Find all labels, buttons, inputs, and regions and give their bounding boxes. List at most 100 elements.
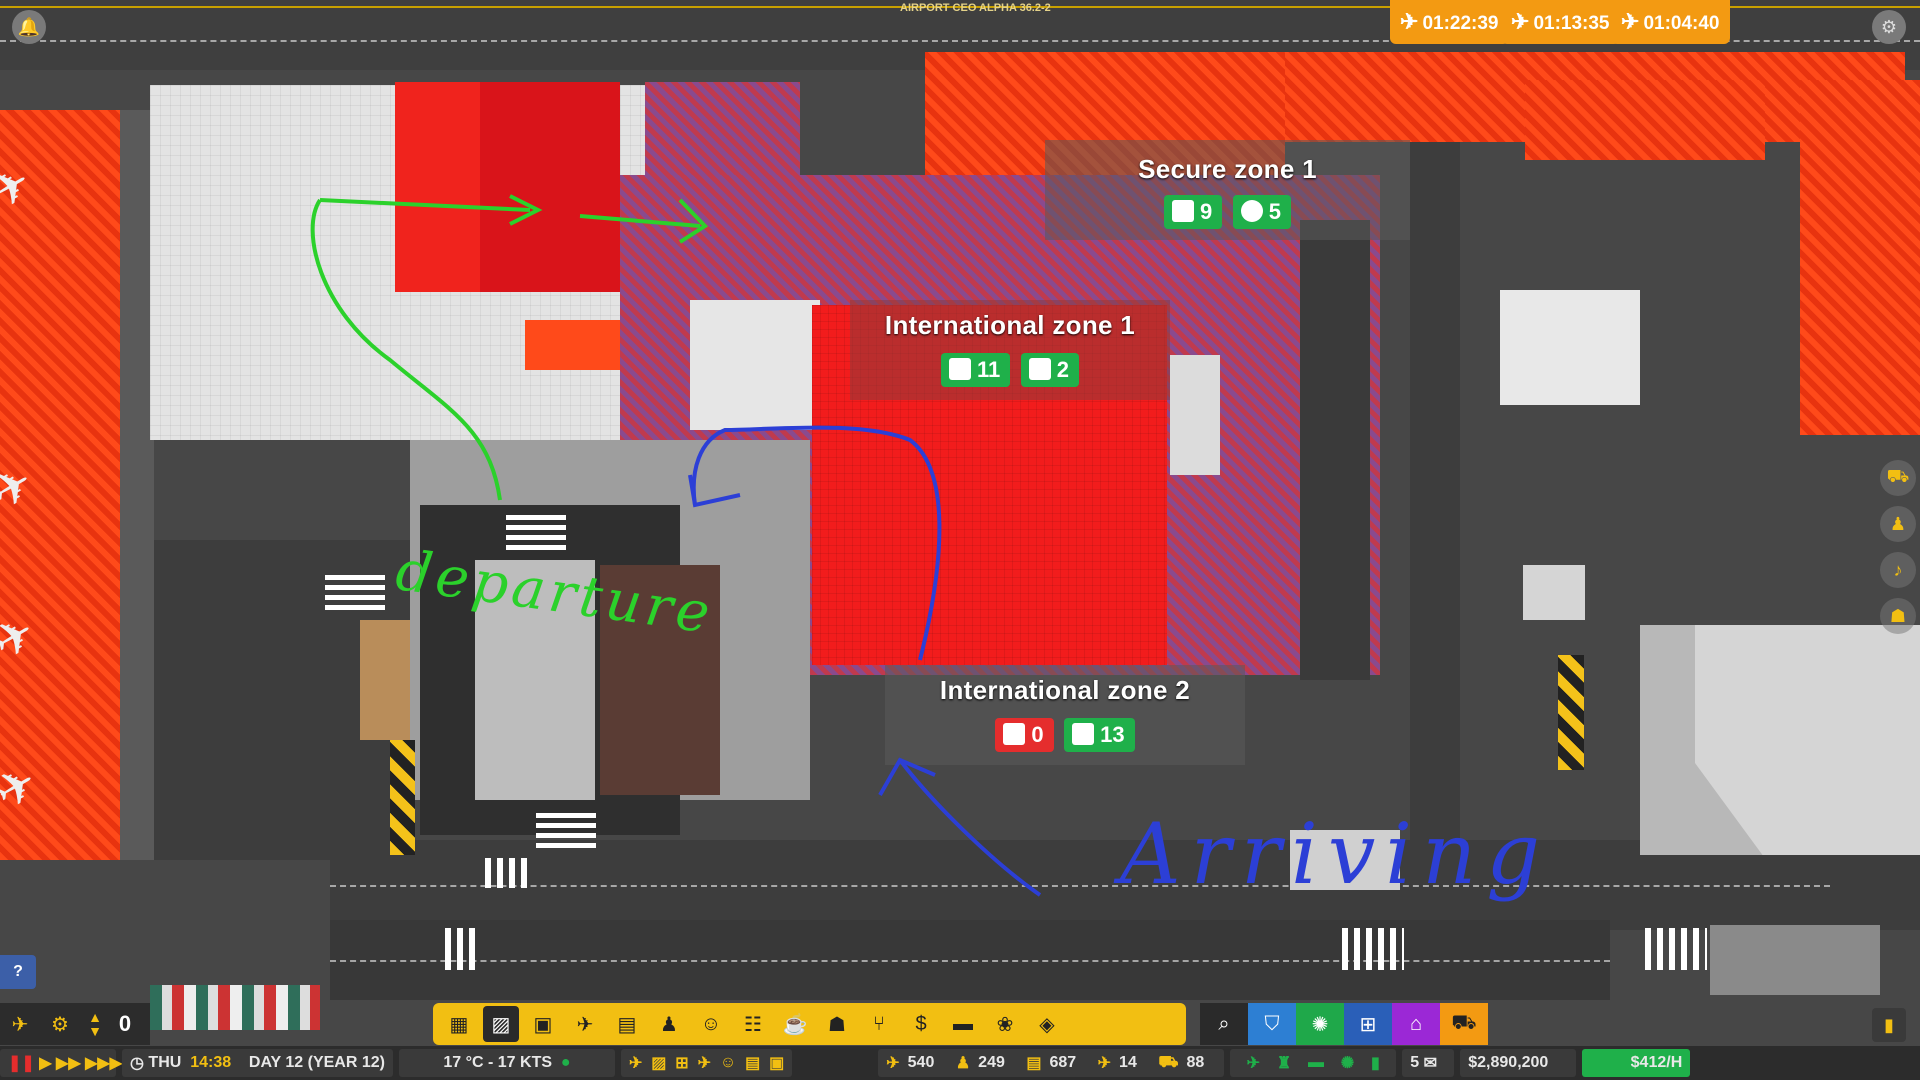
international-zone-2-panel[interactable]: International zone 2 0 13 xyxy=(885,665,1245,765)
weather-icon: ✺ xyxy=(1311,1013,1329,1036)
staff-icon: ☗ xyxy=(1889,605,1907,626)
operations-button[interactable]: ⚙ xyxy=(40,1012,80,1037)
finance-chart-button[interactable]: ▮ xyxy=(1872,1008,1906,1042)
badge-value: 9 xyxy=(1200,199,1213,224)
outbuilding xyxy=(1500,290,1640,405)
runway-green-icon: ▬ xyxy=(1307,1054,1324,1071)
airplane-icon: ✈ xyxy=(576,1013,594,1036)
baggage-icon: ▤ xyxy=(617,1013,637,1036)
flight-timer-3[interactable]: ✈01:04:40 xyxy=(1611,0,1730,44)
day-label: THU xyxy=(148,1054,182,1071)
food-button[interactable]: ☕ xyxy=(777,1006,813,1042)
weather-button[interactable]: ✺ xyxy=(1296,1003,1344,1045)
flight-timer-2[interactable]: ✈01:13:35 xyxy=(1501,0,1620,44)
green-arrowhead xyxy=(678,198,709,244)
money-icon: $ xyxy=(915,1012,927,1035)
search-icon: ⌕ xyxy=(1218,1012,1230,1035)
top-road-lane xyxy=(0,40,1920,42)
taxi-stand xyxy=(600,565,720,795)
crosswalk xyxy=(1342,928,1404,970)
plane-green-icon: ✈ xyxy=(1246,1055,1261,1072)
passport-badge[interactable]: 13 xyxy=(1064,718,1135,752)
zone-icon: ▨ xyxy=(651,1055,667,1072)
stats: ✈540 ♟249 ▤687 ✈14 ⛟88 xyxy=(878,1049,1225,1077)
alert-tool-button[interactable]: ♪ xyxy=(1880,552,1916,588)
roof-east-a xyxy=(1525,80,1765,160)
parked-cars xyxy=(150,985,320,1030)
person-tool-button[interactable]: ♟ xyxy=(1880,506,1916,542)
passport-control-icon: ☷ xyxy=(744,1013,762,1036)
flight-planner-button[interactable]: ✈ xyxy=(0,1012,40,1037)
seating-button[interactable]: ▬ xyxy=(945,1006,981,1042)
passport-badge[interactable]: 2 xyxy=(1020,353,1079,387)
chevron-up-icon: ▲ xyxy=(88,1009,102,1025)
speed-controls[interactable]: ❚❚ ▶ ▶▶ ▶▶▶ xyxy=(0,1049,122,1077)
bus-button[interactable]: ▣ xyxy=(525,1006,561,1042)
passport-badge[interactable]: 0 xyxy=(995,718,1054,752)
passport-badge[interactable]: 11 xyxy=(941,353,1011,387)
status-bar: ❚❚ ▶ ▶▶ ▶▶▶ ◷ THU 14:38 DAY 12 (YEAR 12)… xyxy=(0,1046,1920,1080)
service-block xyxy=(1170,355,1220,475)
people-icon: ☺ xyxy=(700,1012,722,1035)
badge-value: 13 xyxy=(1100,722,1125,747)
overlay-toolbar: ⌕ ⛉ ✺ ⊞ ⌂ ⛟ xyxy=(1200,1003,1488,1045)
flight-status-indicators[interactable]: ✈♜▬✺▮ xyxy=(1230,1049,1397,1077)
airplane-button[interactable]: ✈ xyxy=(567,1006,603,1042)
overlay-quick-tools[interactable]: ✈ ▨ ⊞ ✈ ☺ ▤ ▣ xyxy=(620,1049,793,1077)
runway-tool-button[interactable]: ⛟ xyxy=(1880,460,1916,496)
structure-button[interactable]: ⌂ xyxy=(1392,1003,1440,1045)
flight-timer-1[interactable]: ✈01:22:39 xyxy=(1390,0,1509,44)
badge-value: 5 xyxy=(1268,199,1281,224)
messages[interactable]: 5 ✉ xyxy=(1402,1049,1455,1077)
green-arrow xyxy=(319,198,531,212)
counter: 0 xyxy=(118,1011,132,1036)
people-button[interactable]: ☺ xyxy=(693,1006,729,1042)
seating-icon: ▬ xyxy=(953,1012,973,1035)
shop-icon: ☗ xyxy=(828,1013,846,1036)
left-apron xyxy=(0,110,120,860)
notifications-button[interactable]: 🔔 xyxy=(12,10,46,44)
baggage-button[interactable]: ▤ xyxy=(609,1006,645,1042)
speed-stepper[interactable]: ▲▼ xyxy=(80,1010,110,1038)
restaurant-icon: ⑂ xyxy=(873,1012,885,1035)
person-icon: ♟ xyxy=(955,1055,971,1072)
check-in-desk-icon: ▦ xyxy=(449,1013,469,1036)
stat-cars: ⛟88 xyxy=(1158,1053,1204,1073)
no-entry-badge[interactable]: 5 xyxy=(1232,195,1291,229)
hazard-stripes xyxy=(1558,655,1584,770)
help-button[interactable]: ? xyxy=(0,955,36,989)
staff-room xyxy=(690,300,820,430)
blue-flow-line xyxy=(898,758,1042,897)
international-zone-1-panel[interactable]: International zone 1 11 2 xyxy=(850,300,1170,400)
passport-control-icon xyxy=(1072,723,1095,745)
money-button[interactable]: $ xyxy=(903,1006,939,1042)
shield-badge[interactable]: 9 xyxy=(1164,195,1223,229)
flight-time: 01:22:39 xyxy=(1422,13,1499,34)
secure-zone-1-panel[interactable]: Secure zone 1 9 5 xyxy=(1045,140,1410,240)
search-button[interactable]: ⌕ xyxy=(1200,1003,1248,1045)
date-label: DAY 12 (YEAR 12) xyxy=(248,1054,385,1071)
restaurant-button[interactable]: ⑂ xyxy=(861,1006,897,1042)
plant-button[interactable]: ❀ xyxy=(987,1006,1023,1042)
mail-icon: ✉ xyxy=(1423,1055,1438,1072)
staff-tool-button[interactable]: ☗ xyxy=(1880,598,1916,634)
layers-button[interactable]: ◈ xyxy=(1029,1006,1065,1042)
passport-button[interactable]: ☷ xyxy=(735,1006,771,1042)
check-in-desk-button[interactable]: ▦ xyxy=(441,1006,477,1042)
security-button[interactable]: ⛉ xyxy=(1248,1003,1296,1045)
zone-button[interactable]: ▨ xyxy=(483,1006,519,1042)
grid-button[interactable]: ⊞ xyxy=(1344,1003,1392,1045)
vehicle-button[interactable]: ⛟ xyxy=(1440,1003,1488,1045)
chevron-down-icon: ▼ xyxy=(88,1023,102,1039)
map-header-label: AIRPORT CEO ALPHA 36.2-2 xyxy=(900,2,1051,14)
settings-button[interactable]: ⚙ xyxy=(1872,10,1906,44)
stat-value: 540 xyxy=(907,1054,935,1071)
weather: 17 °C - 17 KTS ● xyxy=(398,1049,615,1077)
income-label: $412/H xyxy=(1582,1049,1691,1077)
passport-control-icon xyxy=(1003,723,1026,745)
no-entry-icon xyxy=(1240,200,1263,222)
staff-button[interactable]: ♟ xyxy=(651,1006,687,1042)
clock-icon: ◷ xyxy=(130,1055,144,1072)
shop-button[interactable]: ☗ xyxy=(819,1006,855,1042)
